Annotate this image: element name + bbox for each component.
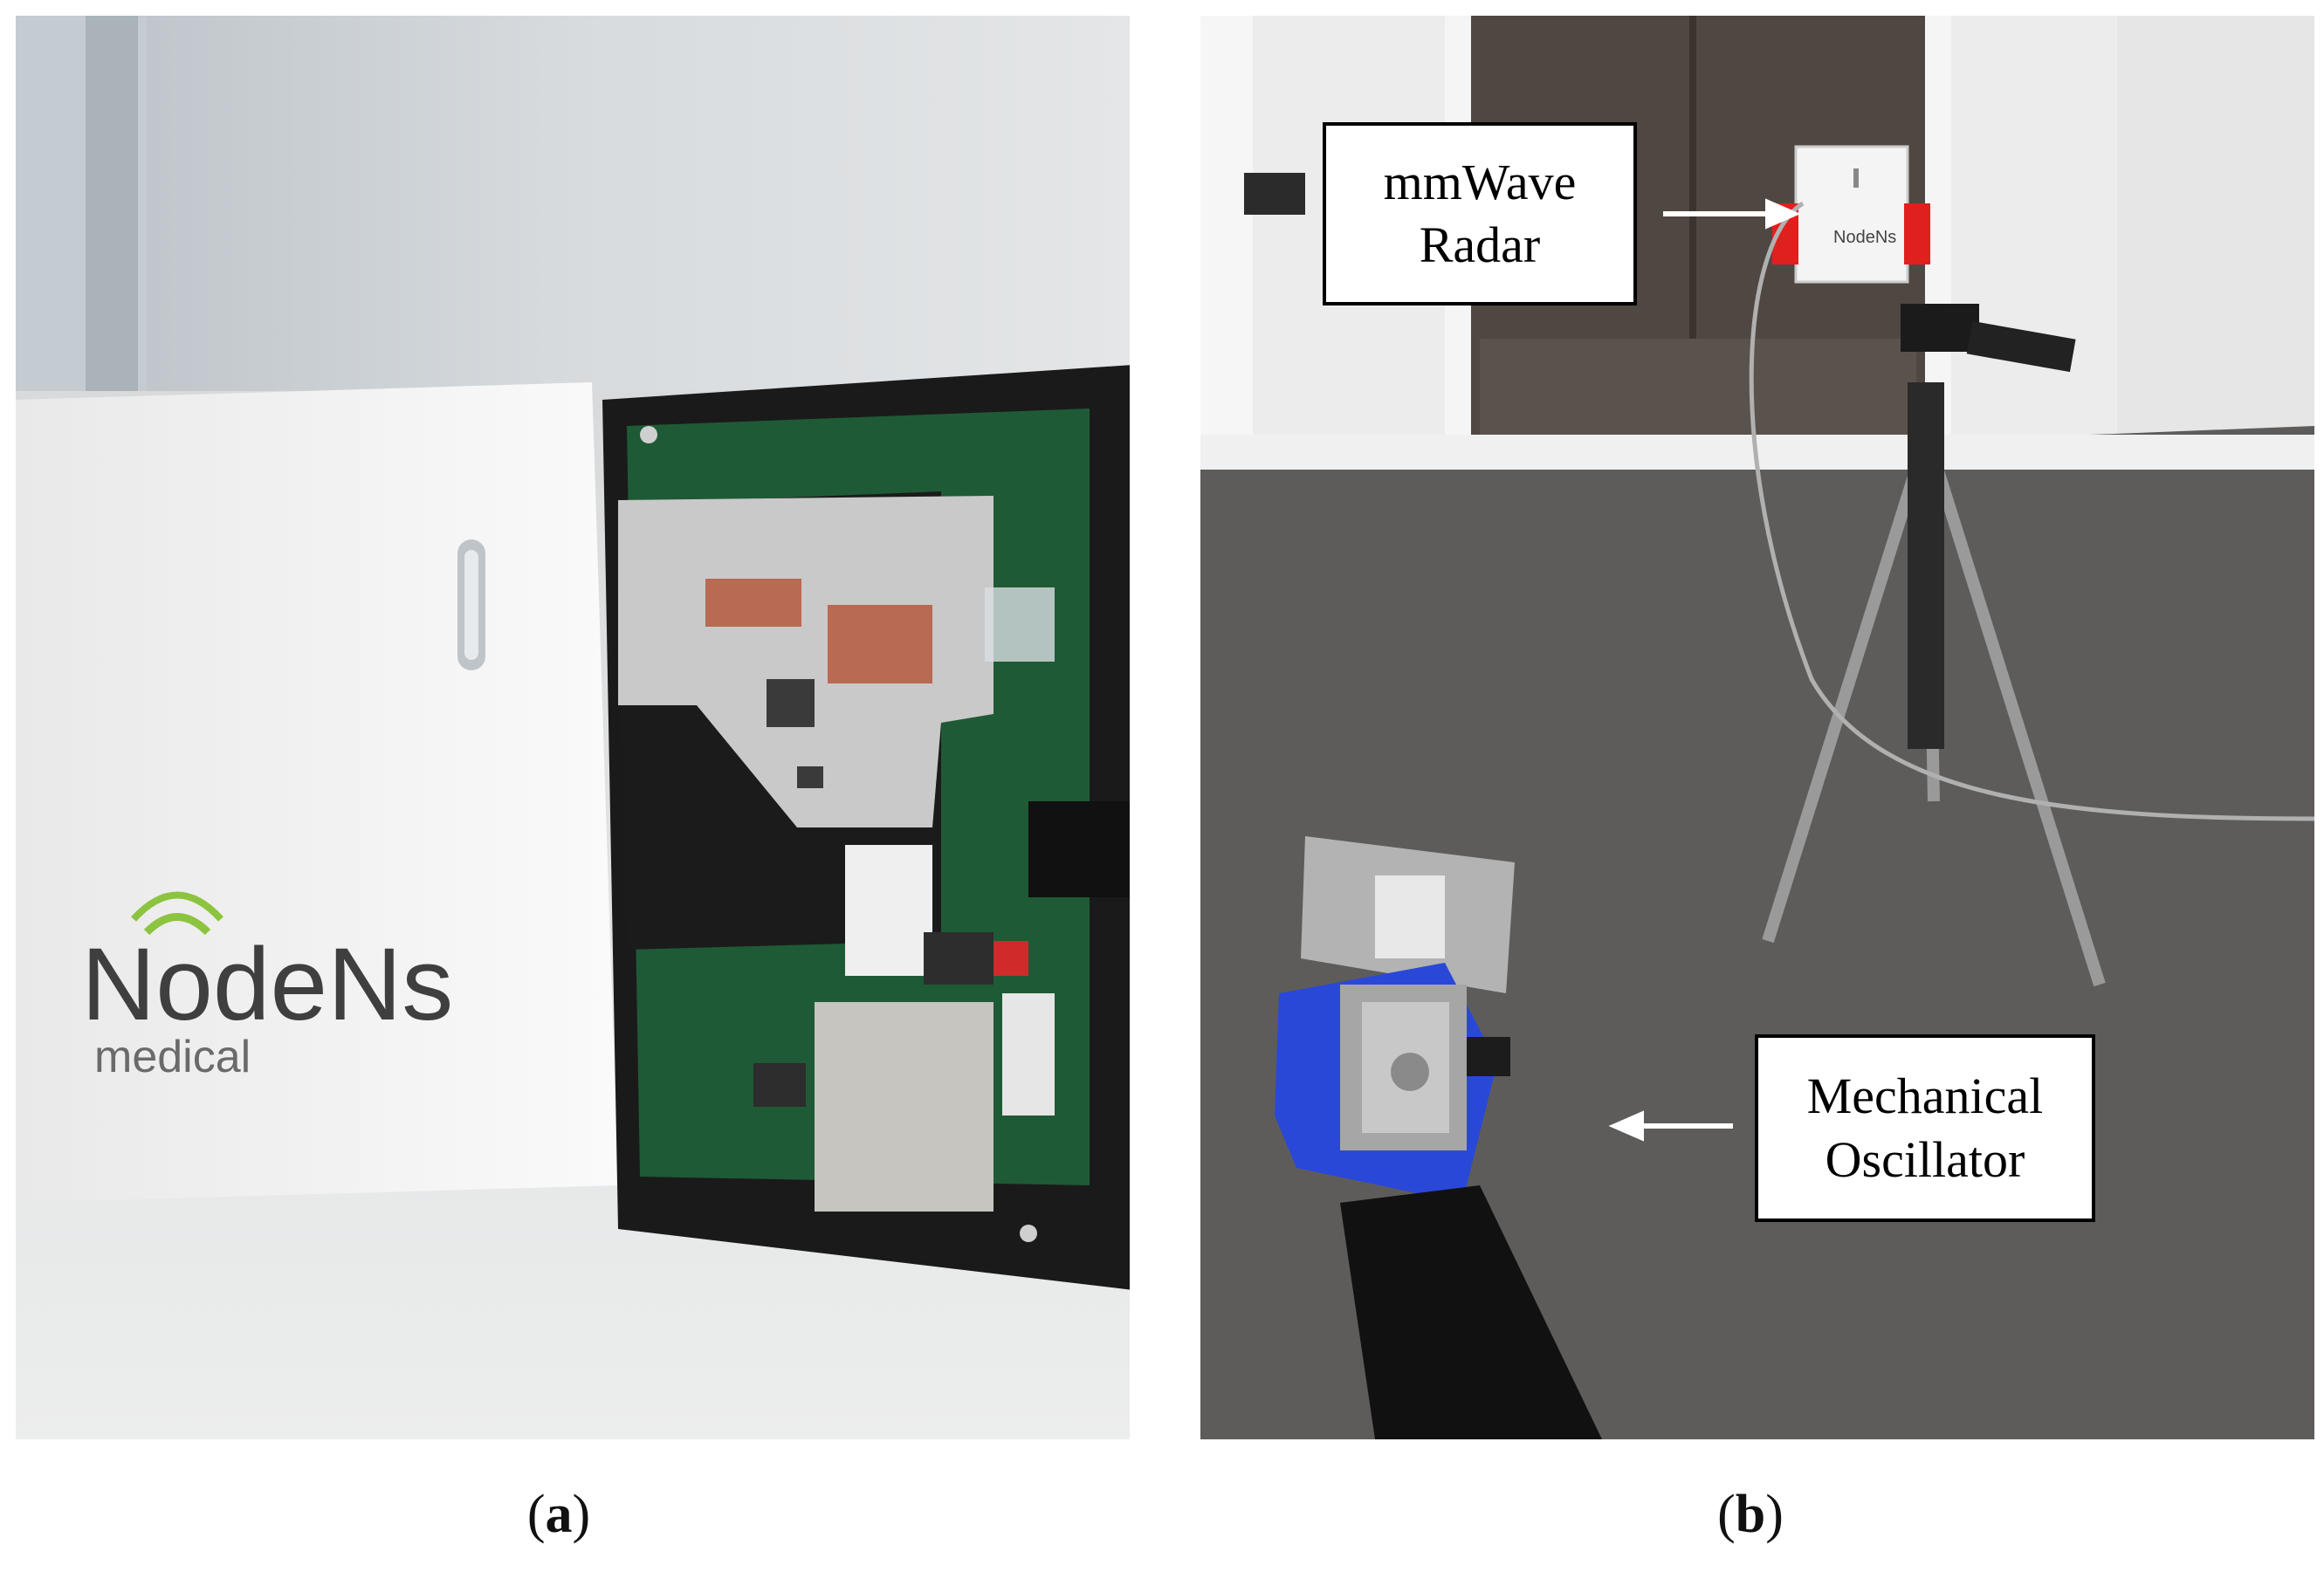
subcaption-b-letter: b xyxy=(1735,1485,1766,1544)
wifi-module xyxy=(815,1002,994,1212)
foreground-tripod xyxy=(1340,1185,1602,1439)
cable xyxy=(1749,201,2314,821)
subcaption-b: (b) xyxy=(1717,1485,1784,1544)
subcaption-a: (a) xyxy=(526,1485,591,1544)
radar-logo: NodeNs xyxy=(1833,228,1896,247)
module-label xyxy=(845,845,932,976)
radar-callout-line1: mmWave xyxy=(1383,153,1577,210)
nodens-logo: NodeNs medical xyxy=(81,891,453,1082)
photo-panel-a: NodeNs medical xyxy=(16,16,1130,1439)
wall-socket xyxy=(1244,173,1305,215)
subcaption-a-letter: a xyxy=(545,1485,573,1544)
logo-subtext: medical xyxy=(94,1032,251,1082)
device-photo: NodeNs medical xyxy=(16,16,1130,1439)
radar-callout: mmWave Radar xyxy=(1323,122,1637,306)
oscillator-callout: Mechanical Oscillator xyxy=(1755,1034,2095,1222)
mechanical-oscillator xyxy=(1275,836,1602,1439)
logo-wordmark: NodeNs xyxy=(81,927,453,1042)
antenna-array xyxy=(705,579,932,683)
radar-device xyxy=(1794,145,1909,284)
radar-callout-line2: Radar xyxy=(1419,216,1541,273)
oscillator-callout-line2: Oscillator xyxy=(1825,1130,2025,1188)
oscillator-callout-line1: Mechanical xyxy=(1806,1068,2044,1124)
